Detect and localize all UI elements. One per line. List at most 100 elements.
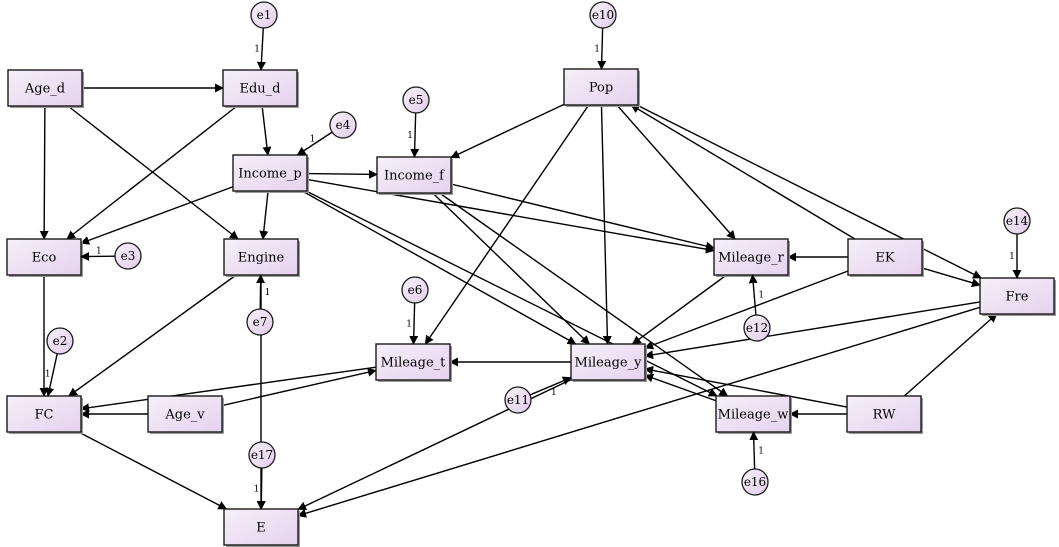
error-label: e12 <box>746 321 768 335</box>
node-engine: Engine <box>223 238 300 277</box>
node-box <box>222 69 298 107</box>
edge-ek-to-fre <box>921 267 981 288</box>
edge-income-p-to-income-f <box>306 169 378 179</box>
node-box <box>376 156 452 194</box>
node-label: Eco <box>32 251 57 266</box>
node-mileage-y: Mileage_y <box>570 343 647 382</box>
node-label: E <box>256 521 266 536</box>
node-age-d: Age_d <box>7 69 84 108</box>
node-pop: Pop <box>563 68 640 107</box>
node-box <box>232 154 308 192</box>
node-label: Age_v <box>164 408 205 423</box>
edge-rw-to-fre <box>903 313 998 397</box>
error-term-e6: 1e6 <box>401 276 429 345</box>
error-circle <box>402 86 430 114</box>
edge-mileage-t-to-fc <box>80 366 377 413</box>
error-circle <box>589 1 617 29</box>
node-box <box>147 395 223 433</box>
node-mileage-r: Mileage_r <box>713 238 790 277</box>
error-arrow <box>409 302 419 345</box>
error-term-e7: 1e7 <box>246 274 274 336</box>
error-arrow <box>296 131 333 156</box>
edge-income-p-to-eco <box>80 186 234 245</box>
node-box <box>715 395 791 433</box>
error-term-e2: 1e2 <box>45 327 74 397</box>
node-ek: EK <box>847 238 924 277</box>
edge-rw-to-mileage-y <box>644 366 848 408</box>
error-circle <box>46 327 74 355</box>
error-circle <box>248 441 276 469</box>
node-label: Mileage_r <box>718 251 785 266</box>
node-edu-d: Edu_d <box>222 69 299 108</box>
error-arrow <box>529 376 572 396</box>
error-weight: 1 <box>254 45 260 55</box>
edge-income-f-to-mileage-y <box>432 192 590 345</box>
node-eco: Eco <box>6 238 83 277</box>
error-arrow <box>45 353 58 397</box>
node-box <box>847 238 923 276</box>
error-weight: 1 <box>310 135 316 145</box>
error-circle <box>741 468 769 496</box>
node-mileage-w: Mileage_w <box>715 395 792 434</box>
edge-mileage-r-to-mileage-y <box>631 274 727 345</box>
node-label: RW <box>873 408 897 423</box>
node-box <box>375 343 451 381</box>
error-weight: 1 <box>407 131 413 141</box>
edge-age-d-to-eco <box>39 105 49 240</box>
node-e: E <box>223 508 300 547</box>
node-age-v: Age_v <box>147 395 224 434</box>
node-rw: RW <box>846 395 923 434</box>
edge-fre-to-e <box>297 306 981 518</box>
node-label: Mileage_y <box>575 356 643 371</box>
error-circle <box>114 242 142 270</box>
edge-pop-to-mileage-t <box>424 104 590 345</box>
error-term-e5: 1e5 <box>402 86 430 158</box>
error-arrow <box>748 274 758 316</box>
error-label: e4 <box>336 118 351 132</box>
node-label: Income_f <box>384 169 445 184</box>
error-label: e14 <box>1006 214 1029 228</box>
node-income-p: Income_p <box>232 154 309 193</box>
node-box <box>979 277 1055 315</box>
node-fre: Fre <box>979 277 1056 316</box>
error-label: e2 <box>53 334 68 348</box>
node-box <box>6 395 82 433</box>
node-label: EK <box>875 251 894 266</box>
node-label: Engine <box>238 251 285 266</box>
error-term-e17: 1 e17 <box>248 441 276 510</box>
error-label: e6 <box>408 283 423 297</box>
error-arrow <box>597 27 607 70</box>
error-label: e3 <box>121 249 136 263</box>
edge-ek-to-mileage-y <box>644 270 849 350</box>
error-weight: 1 <box>265 288 271 298</box>
edge-age-v-to-mileage-t <box>221 367 377 407</box>
error-circle <box>1003 207 1031 235</box>
error-circle <box>329 111 357 139</box>
node-label: Edu_d <box>239 82 280 97</box>
error-arrow <box>749 431 759 470</box>
error-term-e4: 1 e4 <box>296 111 357 156</box>
error-weight: 1 <box>551 388 557 398</box>
error-term-e1: 1e1 <box>250 1 278 71</box>
edge-income-p-to-mileage-r <box>306 178 715 254</box>
node-fc: FC <box>6 395 83 434</box>
edge-income-p-to-mileage-y <box>301 190 577 345</box>
error-circle <box>504 386 532 414</box>
edge-income-p-to-engine <box>259 190 269 240</box>
node-label: Mileage_w <box>718 408 789 423</box>
edge-edu-d-to-income-p <box>261 105 272 156</box>
edges-layer <box>39 83 998 518</box>
error-label: e10 <box>592 8 614 22</box>
edge-pop-to-income-f <box>450 103 565 159</box>
error-weight: 1 <box>254 484 260 494</box>
edge-mileage-w-to-mileage-y <box>644 373 717 402</box>
error-arrow <box>256 27 266 71</box>
error-label: e16 <box>744 475 766 489</box>
error-label: e17 <box>251 448 273 462</box>
